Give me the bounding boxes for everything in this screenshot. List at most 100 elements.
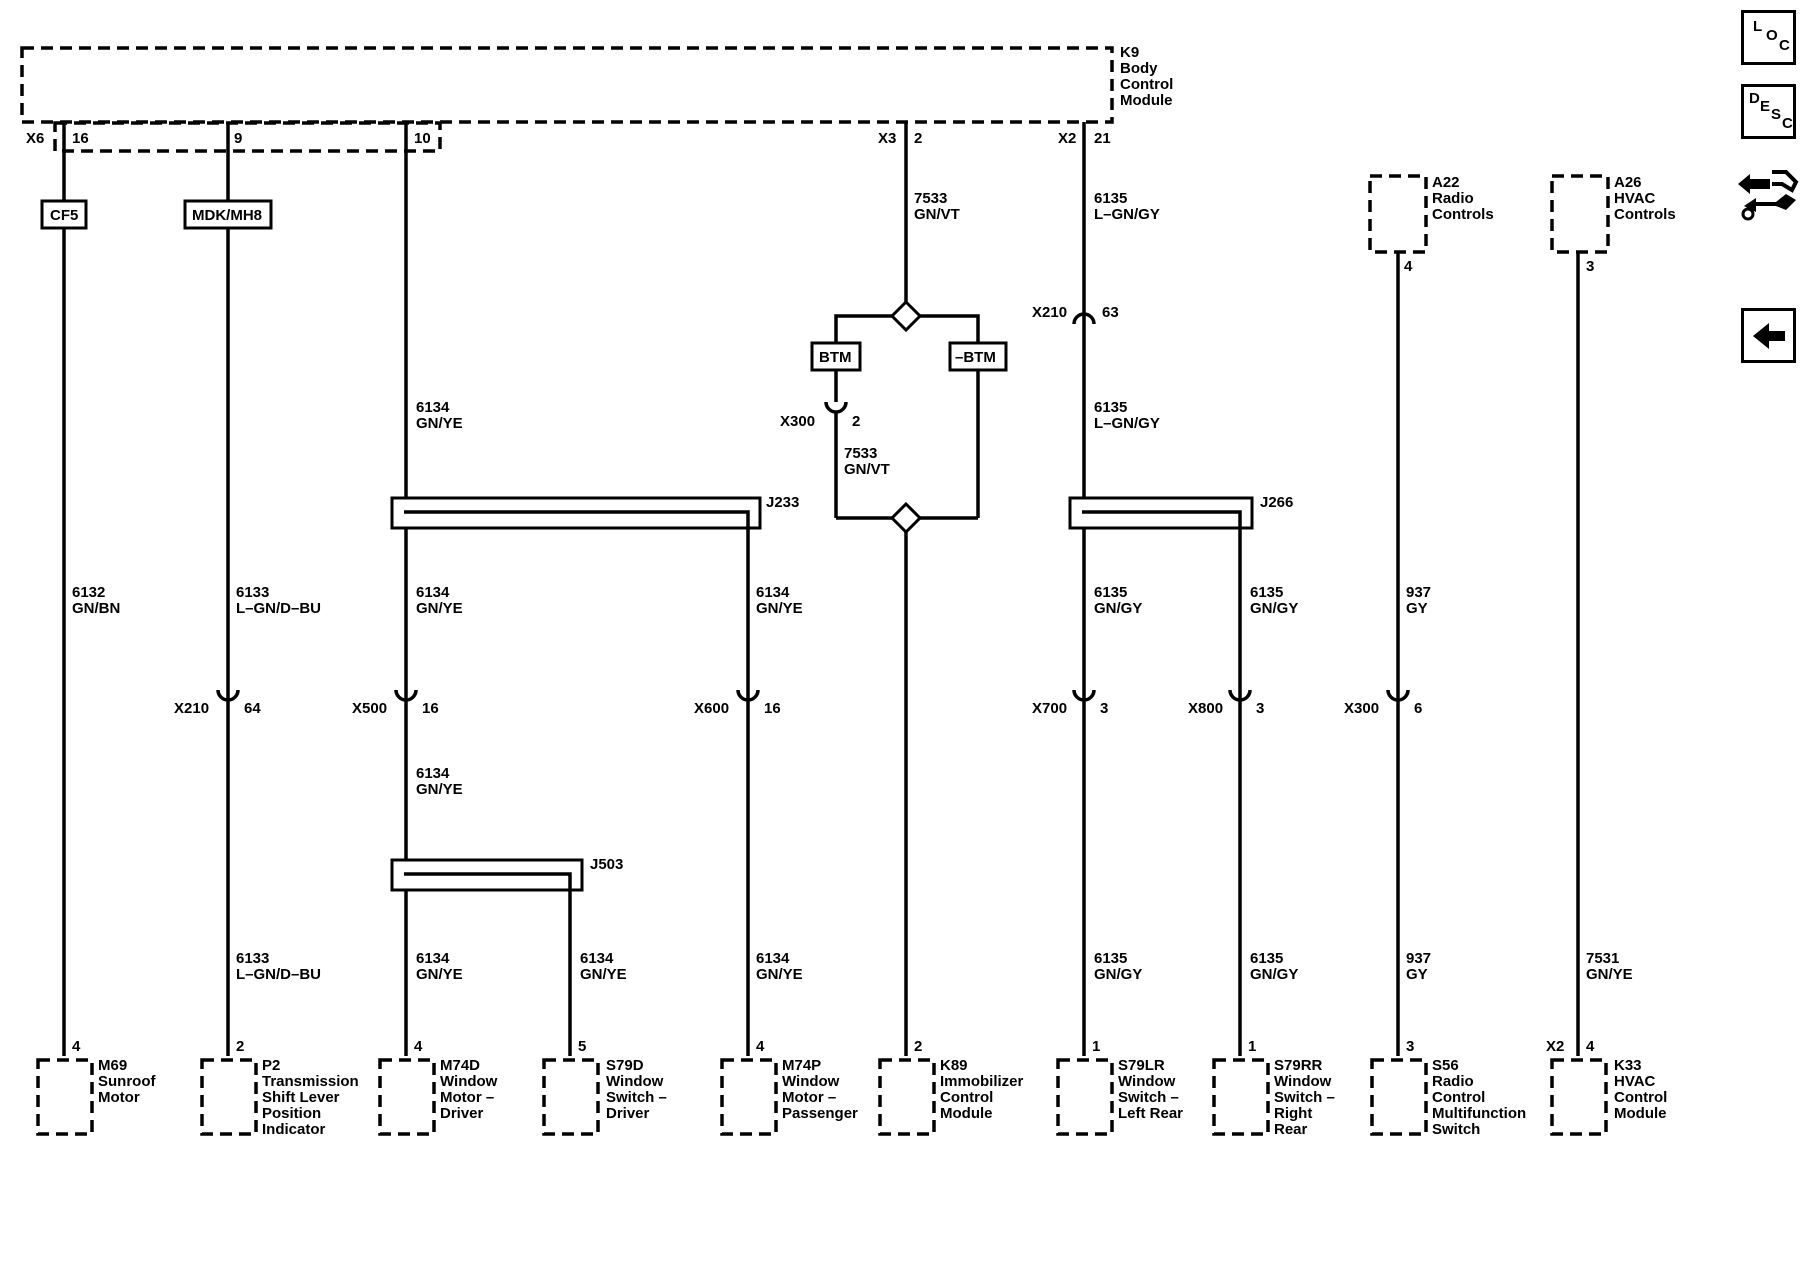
x3-pin-2: 2 — [914, 130, 922, 147]
component-ref: M74P — [782, 1057, 821, 1074]
component-line: Immobilizer — [940, 1073, 1024, 1090]
loc-icon[interactable]: L O C — [1741, 10, 1796, 65]
component-line: Window — [782, 1073, 840, 1090]
component-s79rr: 1 S79RR Window Switch – Right Rear — [1212, 1038, 1335, 1138]
pin-10: 10 — [414, 130, 431, 147]
component-p2: 2 P2 Transmission Shift Lever Position I… — [200, 1038, 359, 1138]
x700-label: X700 — [1032, 700, 1067, 717]
wire-6133-num-lower: 6133 — [236, 950, 269, 967]
desc-icon[interactable]: D E S C — [1741, 84, 1796, 139]
wire-7533-color: GN/VT — [914, 206, 960, 223]
x2-label: X2 — [1058, 130, 1076, 147]
module-line-3: Module — [1120, 92, 1173, 109]
component-s56: 3 S56 Radio Control Multifunction Switch — [1370, 1038, 1526, 1138]
option-btm-box — [810, 341, 862, 372]
wire-6135-num-b: 6135 — [1094, 399, 1127, 416]
wire-7531-color: GN/YE — [1586, 966, 1633, 983]
wire-6135-num-e: 6135 — [1094, 950, 1127, 967]
x500-label: X500 — [352, 700, 387, 717]
option-nbtm-box — [948, 341, 1008, 372]
module-line-2: Control — [1120, 76, 1173, 93]
radio-controls-line-2: Controls — [1432, 206, 1494, 223]
wire-6134-num-d: 6134 — [416, 765, 450, 782]
splice-diamond-top — [889, 299, 923, 333]
splice-j503-branch — [404, 872, 572, 1056]
x300-label: X300 — [780, 413, 815, 430]
component-line: Switch — [1432, 1121, 1480, 1138]
component-line: Motor — [98, 1089, 140, 1106]
component-line: Shift Lever — [262, 1089, 340, 1106]
wire-937-color: GY — [1406, 600, 1428, 617]
option-cf5: CF5 — [50, 207, 78, 224]
component-pin: 5 — [578, 1038, 586, 1055]
radio-controls-pin: 4 — [1404, 258, 1413, 275]
wire-6133-num: 6133 — [236, 584, 269, 601]
x2-pin-21: 21 — [1094, 130, 1111, 147]
wire-937-num: 937 — [1406, 584, 1431, 601]
splice-j233-branch — [404, 510, 750, 690]
connector-tools-icon[interactable] — [1736, 160, 1800, 222]
wire-937-num-lower: 937 — [1406, 950, 1431, 967]
wire-6135-num-d: 6135 — [1250, 584, 1283, 601]
component-line: Control — [1614, 1089, 1667, 1106]
wire-7531-num: 7531 — [1586, 950, 1619, 967]
component-line: Module — [940, 1105, 993, 1122]
back-arrow-graphic — [1753, 323, 1785, 349]
x700-connector-symbol — [1072, 689, 1096, 702]
splice-diamond-bottom — [889, 501, 923, 535]
component-ref: P2 — [262, 1057, 280, 1074]
component-line: Control — [940, 1089, 993, 1106]
component-ref: K89 — [940, 1057, 968, 1074]
wire-6133-color-lower: L–GN/D–BU — [236, 966, 321, 983]
x300-connector-symbol — [824, 401, 848, 414]
component-pin: 1 — [1248, 1038, 1256, 1055]
x700-pin-3: 3 — [1100, 700, 1108, 717]
x500-pin-16: 16 — [422, 700, 439, 717]
component-line: Rear — [1274, 1121, 1308, 1138]
component-line: Left Rear — [1118, 1105, 1183, 1122]
module-ref: K9 — [1120, 44, 1139, 61]
component-line: Window — [1274, 1073, 1332, 1090]
x800-pin-3: 3 — [1256, 700, 1264, 717]
x6-label: X6 — [26, 130, 44, 147]
wire-7533-num-b: 7533 — [844, 445, 877, 462]
hvac-controls-line-1: HVAC — [1614, 190, 1656, 207]
x600-pin-16: 16 — [764, 700, 781, 717]
wire-6134-color-g: GN/YE — [756, 966, 803, 983]
component-line: Module — [1614, 1105, 1667, 1122]
component-line: Motor – — [782, 1089, 836, 1106]
x300-pin-6: 6 — [1414, 700, 1422, 717]
wire-6134-color-c: GN/YE — [756, 600, 803, 617]
component-line: Window — [440, 1073, 498, 1090]
x210-connector-symbol — [216, 689, 240, 702]
wire-6135-color-b: L–GN/GY — [1094, 415, 1160, 432]
wire-7533-num: 7533 — [914, 190, 947, 207]
wire-6135-color-d: GN/GY — [1250, 600, 1298, 617]
wire-6134-color-f: GN/YE — [580, 966, 627, 983]
wire-6135-color-e: GN/GY — [1094, 966, 1142, 983]
body-control-module-box — [20, 46, 1114, 124]
wire-7533-btm-branch — [834, 314, 892, 343]
component-pin: 2 — [236, 1038, 244, 1055]
hvac-controls-pin: 3 — [1586, 258, 1594, 275]
x210-pin-64: 64 — [244, 700, 261, 717]
x6-connector-box — [53, 121, 442, 153]
component-line: Window — [606, 1073, 664, 1090]
connector-tools-icon-graphic — [1738, 170, 1799, 221]
wire-7533-color-b: GN/VT — [844, 461, 890, 478]
component-ref: S56 — [1432, 1057, 1459, 1074]
x300-6-label: X300 — [1344, 700, 1379, 717]
x300-6-connector-symbol — [1386, 689, 1410, 702]
component-pin: 1 — [1092, 1038, 1100, 1055]
option-nbtm: –BTM — [955, 349, 996, 366]
component-pin: 4 — [1586, 1038, 1595, 1055]
component-pin: 4 — [414, 1038, 423, 1055]
component-line: Indicator — [262, 1121, 326, 1138]
wire-6134-color-b: GN/YE — [416, 600, 463, 617]
option-mdk-box — [183, 199, 273, 230]
hvac-controls-box — [1550, 174, 1610, 254]
component-m74p: 4 M74P Window Motor – Passenger — [720, 1038, 858, 1136]
wire-6134-num-f: 6134 — [580, 950, 614, 967]
back-arrow-icon[interactable] — [1741, 308, 1796, 363]
